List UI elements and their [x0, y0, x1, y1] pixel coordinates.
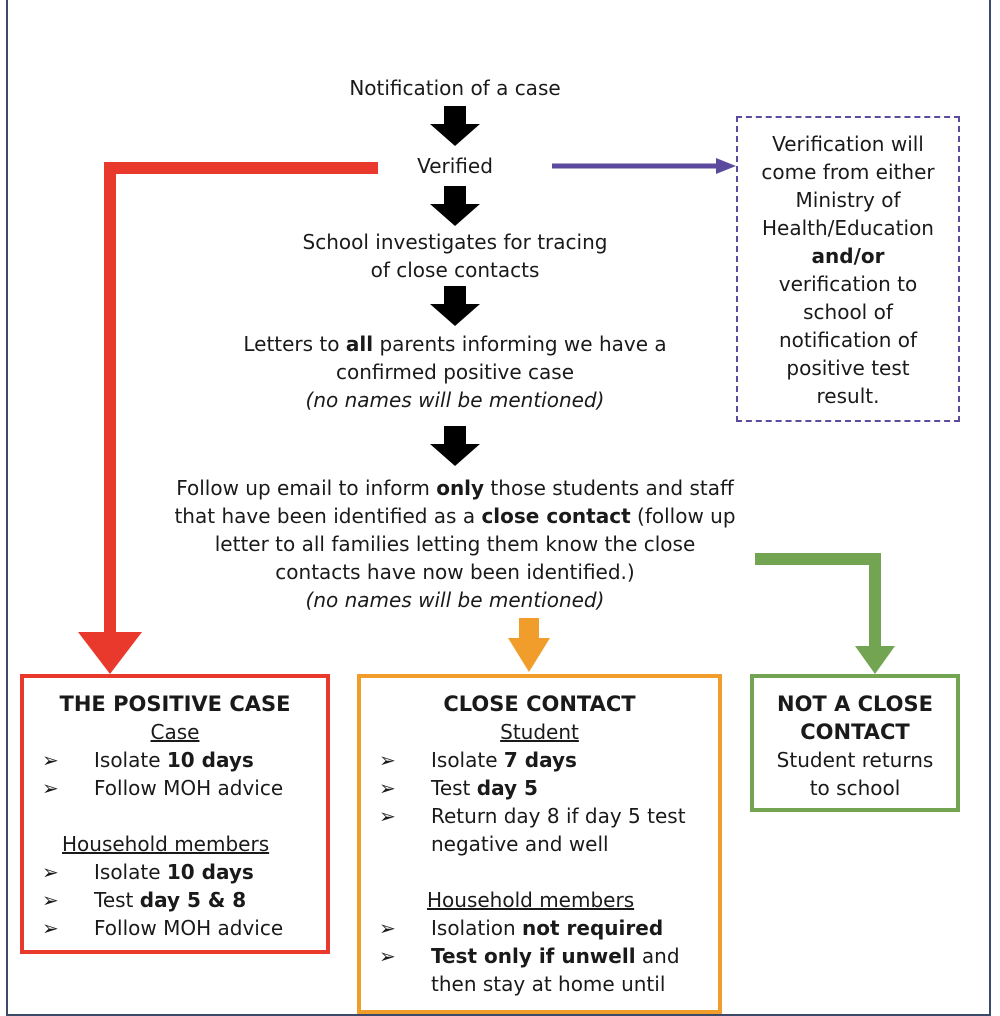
- verification-line: Ministry of: [795, 188, 901, 212]
- verification-line: Verification will: [772, 132, 924, 156]
- list-item: ➢Follow MOH advice: [42, 776, 284, 800]
- verification-line: come from either: [761, 160, 935, 184]
- arrow-to-investigate: [430, 186, 480, 226]
- investigate-line-2: of close contacts: [370, 258, 540, 282]
- notification-text: Notification of a case: [349, 76, 561, 100]
- email-step: Follow up email to inform only those stu…: [110, 474, 800, 614]
- list-item: ➢Test day 5 & 8: [42, 888, 247, 912]
- not-close-contact-box: NOT A CLOSE CONTACT Student returns to s…: [750, 674, 960, 812]
- letters-step: Letters to all parents informing we have…: [200, 330, 710, 414]
- investigate-step: School investigates for tracing of close…: [250, 228, 660, 284]
- not-close-contact-title: NOT A CLOSE CONTACT: [777, 692, 933, 744]
- case-heading: Case: [150, 720, 200, 744]
- red-connector: [78, 162, 378, 674]
- purple-connector: [552, 158, 736, 174]
- orange-arrow: [508, 618, 550, 672]
- student-heading: Student: [500, 720, 579, 744]
- down-arrows: [430, 106, 480, 466]
- no-names-note-1: (no names will be mentioned): [305, 388, 605, 412]
- verification-line: positive test: [786, 356, 910, 380]
- bullet-arrow-icon: ➢: [42, 748, 59, 772]
- student-list: ➢Isolate 7 days ➢Test day 5 ➢Return day …: [361, 746, 718, 858]
- student-returns-text: Student returns: [776, 748, 934, 772]
- bullet-arrow-icon: ➢: [379, 804, 396, 828]
- bullet-arrow-icon: ➢: [42, 916, 59, 940]
- email-line-4: contacts have now been identified.): [275, 560, 635, 584]
- close-contact-title: CLOSE CONTACT: [443, 692, 636, 716]
- case-list: ➢Isolate 10 days ➢Follow MOH advice: [24, 746, 326, 802]
- email-line-3: letter to all families letting them know…: [214, 532, 696, 556]
- letters-line-1: Letters to all parents informing we have…: [243, 332, 667, 356]
- verification-note: Verification will come from either Minis…: [736, 116, 960, 422]
- arrow-to-verified: [430, 106, 480, 146]
- positive-case-box: THE POSITIVE CASE Case ➢Isolate 10 days …: [20, 674, 330, 954]
- household-list: ➢Isolate 10 days ➢Test day 5 & 8 ➢Follow…: [24, 858, 326, 942]
- list-item: ➢Isolate 7 days: [379, 748, 577, 772]
- list-item: ➢Isolation not required: [379, 916, 664, 940]
- to-school-text: to school: [809, 776, 901, 800]
- bullet-arrow-icon: ➢: [42, 776, 59, 800]
- bullet-arrow-icon: ➢: [42, 888, 59, 912]
- list-item: ➢Follow MOH advice: [42, 916, 284, 940]
- bullet-arrow-icon: ➢: [379, 916, 396, 940]
- email-line-2: that have been identified as a close con…: [174, 504, 736, 528]
- verification-line: result.: [816, 384, 880, 408]
- positive-case-title: THE POSITIVE CASE: [59, 692, 291, 716]
- letters-line-2: confirmed positive case: [336, 360, 574, 384]
- household-heading: Household members: [62, 832, 270, 856]
- verification-line: Health/Education: [762, 216, 934, 240]
- cc-household-list: ➢Isolation not required ➢Test only if un…: [361, 914, 718, 998]
- arrow-to-letters: [430, 286, 480, 326]
- list-item: ➢Isolate 10 days: [42, 748, 254, 772]
- investigate-line-1: School investigates for tracing: [302, 230, 608, 254]
- verification-line: verification to: [778, 272, 918, 296]
- bullet-arrow-icon: ➢: [379, 944, 396, 968]
- list-item: ➢Isolate 10 days: [42, 860, 254, 884]
- verification-and-or: and/or: [811, 244, 885, 268]
- arrow-to-email: [430, 426, 480, 466]
- bullet-arrow-icon: ➢: [379, 748, 396, 772]
- green-connector: [755, 553, 895, 674]
- no-names-note-2: (no names will be mentioned): [305, 588, 605, 612]
- verified-text: Verified: [417, 154, 493, 178]
- verification-line: notification of: [778, 328, 918, 352]
- bullet-arrow-icon: ➢: [42, 860, 59, 884]
- close-contact-box: CLOSE CONTACT Student ➢Isolate 7 days ➢T…: [357, 674, 722, 1014]
- verification-line: school of: [803, 300, 893, 324]
- email-line-1: Follow up email to inform only those stu…: [176, 476, 734, 500]
- bullet-arrow-icon: ➢: [379, 776, 396, 800]
- verified-step: Verified: [380, 152, 530, 180]
- notification-step: Notification of a case: [280, 74, 630, 102]
- list-item: ➢Test day 5: [379, 776, 538, 800]
- cc-household-heading: Household members: [427, 888, 635, 912]
